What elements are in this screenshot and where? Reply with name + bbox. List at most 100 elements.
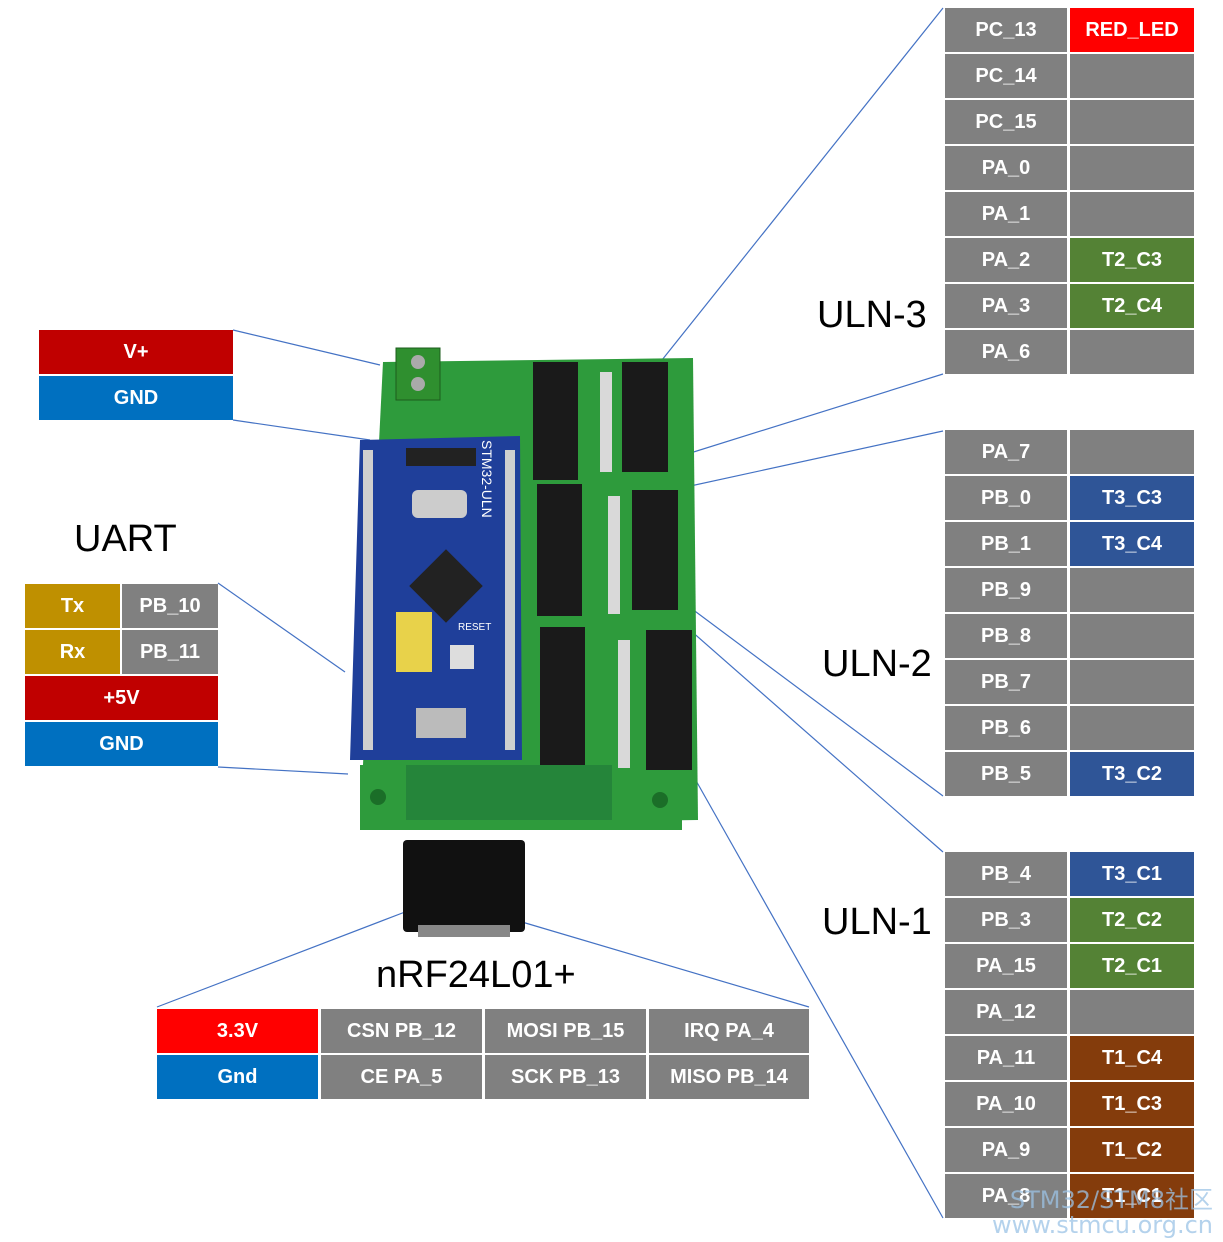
- uln2-pin-2: PB_1: [945, 522, 1067, 566]
- uln2-func-1: T3_C3: [1070, 476, 1194, 520]
- uart-tx-label: Tx: [25, 584, 120, 628]
- uln1-func-3: [1070, 990, 1194, 1034]
- reset-silk: RESET: [458, 622, 491, 633]
- nrf-gnd: Gnd: [157, 1055, 318, 1099]
- uln2-pin-0: PA_7: [945, 430, 1067, 474]
- watermark: STM32/STM8社区 www.stmcu.org.cn: [991, 1185, 1213, 1239]
- leader-power-top: [232, 329, 381, 366]
- uln2-func-4: [1070, 614, 1194, 658]
- uln1-pin-6: PA_9: [945, 1128, 1067, 1172]
- uln1-func-1: T2_C2: [1070, 898, 1194, 942]
- uln3-func-4: [1070, 192, 1194, 236]
- uln3-pin-2: PC_15: [945, 100, 1067, 144]
- uln1-pin-5: PA_10: [945, 1082, 1067, 1126]
- uln2-pin-1: PB_0: [945, 476, 1067, 520]
- uln3-resistors: [600, 372, 612, 472]
- nrf-title: nRF24L01+: [376, 954, 576, 996]
- uln1-func-6: T1_C2: [1070, 1128, 1194, 1172]
- uln2-func-6: [1070, 706, 1194, 750]
- uln2-header: [632, 490, 678, 610]
- uln1-pin-7: PA_8: [945, 1174, 1067, 1218]
- uln3-pin-5: PA_2: [945, 238, 1067, 282]
- leader-nrf-left: [156, 911, 406, 1008]
- uln3-pin-4: PA_1: [945, 192, 1067, 236]
- uln1-func-2: T2_C1: [1070, 944, 1194, 988]
- reset-button: [450, 645, 474, 669]
- terminal-screw-1: [411, 355, 425, 369]
- uln1-func-5: T1_C3: [1070, 1082, 1194, 1126]
- uln3-pin-7: PA_6: [945, 330, 1067, 374]
- uln1-header: [646, 630, 692, 770]
- watermark-line1: STM32/STM8社区: [1009, 1185, 1213, 1214]
- uln2-resistors: [608, 496, 620, 614]
- uln1-func-0: T3_C1: [1070, 852, 1194, 896]
- mount-hole-right: [652, 792, 668, 808]
- terminal-screw-2: [411, 377, 425, 391]
- uln3-pin-0: PC_13: [945, 8, 1067, 52]
- nrf-csn: CSN PB_12: [321, 1009, 482, 1053]
- uln1-pin-1: PB_3: [945, 898, 1067, 942]
- nrf-sck: SCK PB_13: [485, 1055, 646, 1099]
- crystal: [412, 490, 467, 518]
- uln2-func-3: [1070, 568, 1194, 612]
- right-pin-row: [505, 450, 515, 750]
- uln2-pin-4: PB_8: [945, 614, 1067, 658]
- nrf-irq: IRQ PA_4: [649, 1009, 809, 1053]
- pcb-silk-name: STM32-ULN: [479, 440, 495, 518]
- mcu-chip: [409, 549, 483, 623]
- leader-nrf-right: [521, 921, 810, 1008]
- uln2-func-0: [1070, 430, 1194, 474]
- uln1-pin-4: PA_11: [945, 1036, 1067, 1080]
- left-pin-row: [363, 450, 373, 750]
- uln3-func-7: [1070, 330, 1194, 374]
- leader-uln1-top: [689, 629, 944, 853]
- uart-5v: +5V: [25, 676, 218, 720]
- usb-connector: [416, 708, 466, 738]
- uln3-func-5: T2_C3: [1070, 238, 1194, 282]
- uln2-func-7: T3_C2: [1070, 752, 1194, 796]
- uln3-func-3: [1070, 146, 1194, 190]
- top-header-pins: [406, 448, 476, 466]
- uln3-pin-6: PA_3: [945, 284, 1067, 328]
- uln1-title: ULN-1: [822, 901, 932, 943]
- boot-jumpers: [396, 612, 432, 672]
- uln2-pin-5: PB_7: [945, 660, 1067, 704]
- leader-uln2-top: [671, 430, 944, 491]
- uln1-func-7: T1_C1: [1070, 1174, 1194, 1218]
- uart-rx-label: Rx: [25, 630, 120, 674]
- leader-power-bottom: [232, 419, 371, 441]
- uln2-pin-7: PB_5: [945, 752, 1067, 796]
- uart-title: UART: [74, 518, 177, 560]
- uln2-title: ULN-2: [822, 643, 932, 685]
- uart-gnd: GND: [25, 722, 218, 766]
- nrf-module: [403, 840, 525, 932]
- nrf-3v3: 3.3V: [157, 1009, 318, 1053]
- uln1-func-4: T1_C4: [1070, 1036, 1194, 1080]
- uln3-func-1: [1070, 54, 1194, 98]
- nrf-module-pins: [418, 925, 510, 937]
- leader-uln2-bottom: [679, 599, 944, 797]
- power-gnd: GND: [39, 376, 233, 420]
- uln1-pin-0: PB_4: [945, 852, 1067, 896]
- nrf-miso: MISO PB_14: [649, 1055, 809, 1099]
- uln2-chip: [537, 484, 582, 616]
- leader-uart-bottom: [217, 766, 349, 775]
- nrf-header-socket: [406, 765, 612, 820]
- uln3-func-2: [1070, 100, 1194, 144]
- leader-uln3-top: [657, 7, 944, 366]
- uln3-pin-1: PC_14: [945, 54, 1067, 98]
- watermark-line2: www.stmcu.org.cn: [991, 1210, 1213, 1239]
- mount-hole-left: [370, 789, 386, 805]
- uln1-pin-2: PA_15: [945, 944, 1067, 988]
- uln2-func-5: [1070, 660, 1194, 704]
- uart-tx-pin: PB_10: [122, 584, 218, 628]
- uart-rx-pin: PB_11: [122, 630, 218, 674]
- power-vplus: V+: [39, 330, 233, 374]
- uln1-chip: [540, 627, 585, 765]
- uln1-resistors: [618, 640, 630, 768]
- uln2-pin-6: PB_6: [945, 706, 1067, 750]
- uln3-title: ULN-3: [817, 294, 927, 336]
- nrf-ce: CE PA_5: [321, 1055, 482, 1099]
